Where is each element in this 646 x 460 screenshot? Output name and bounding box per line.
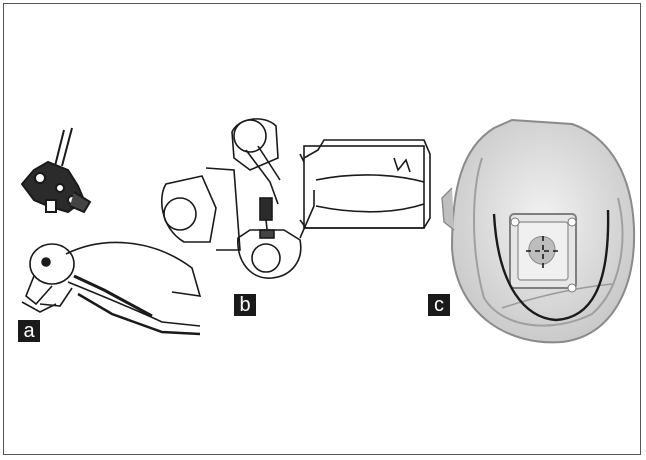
- craniotomy-window-drawing: [510, 214, 576, 292]
- panel-b-illustration: [154, 110, 434, 300]
- panel-a-label: a: [18, 320, 40, 342]
- surgeon-left-drawing: [162, 168, 240, 250]
- panel-c-illustration: [422, 118, 642, 358]
- figure-frame: a: [3, 3, 641, 455]
- panel-b: b: [154, 110, 434, 300]
- surgeon-bottom-drawing: [238, 190, 314, 278]
- surgeon-top-drawing: [232, 119, 280, 204]
- microscope-drawing: [260, 198, 274, 238]
- panel-c-label: c: [428, 294, 450, 316]
- head-clamp-drawing: [22, 128, 90, 212]
- panel-c: c: [422, 118, 642, 358]
- panel-b-label: b: [234, 294, 256, 316]
- operating-table-drawing: [300, 140, 430, 228]
